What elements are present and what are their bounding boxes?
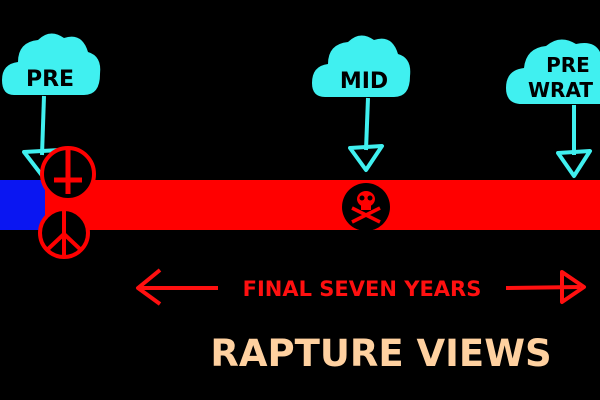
cloud-mid-label: MID	[340, 69, 388, 94]
cloud-shape	[506, 39, 600, 104]
cloud-pre: PRE	[2, 33, 101, 95]
cloud-pre-wrath: PRE WRAT	[506, 39, 600, 104]
cloud-pre-wrath-label-line1: PRE	[546, 53, 590, 77]
page-title: RAPTURE VIEWS	[210, 332, 551, 375]
inverted-cross-icon	[40, 146, 96, 202]
arrow-mid	[348, 97, 384, 172]
cloud-mid: MID	[312, 35, 411, 97]
cloud-pre-label: PRE	[26, 67, 74, 92]
final-seven-years-span-arrow	[136, 268, 586, 306]
peace-sign-icon	[38, 207, 90, 259]
arrow-pre-wrath	[556, 105, 592, 178]
skull-crossbones-icon	[342, 183, 390, 231]
final-seven-years-red-band	[45, 180, 600, 230]
cloud-shape	[2, 33, 101, 95]
timeline-caption: FINAL SEVEN YEARS	[243, 277, 482, 301]
cloud-shape	[312, 35, 411, 97]
cloud-pre-wrath-label-line2: WRAT	[528, 78, 593, 102]
